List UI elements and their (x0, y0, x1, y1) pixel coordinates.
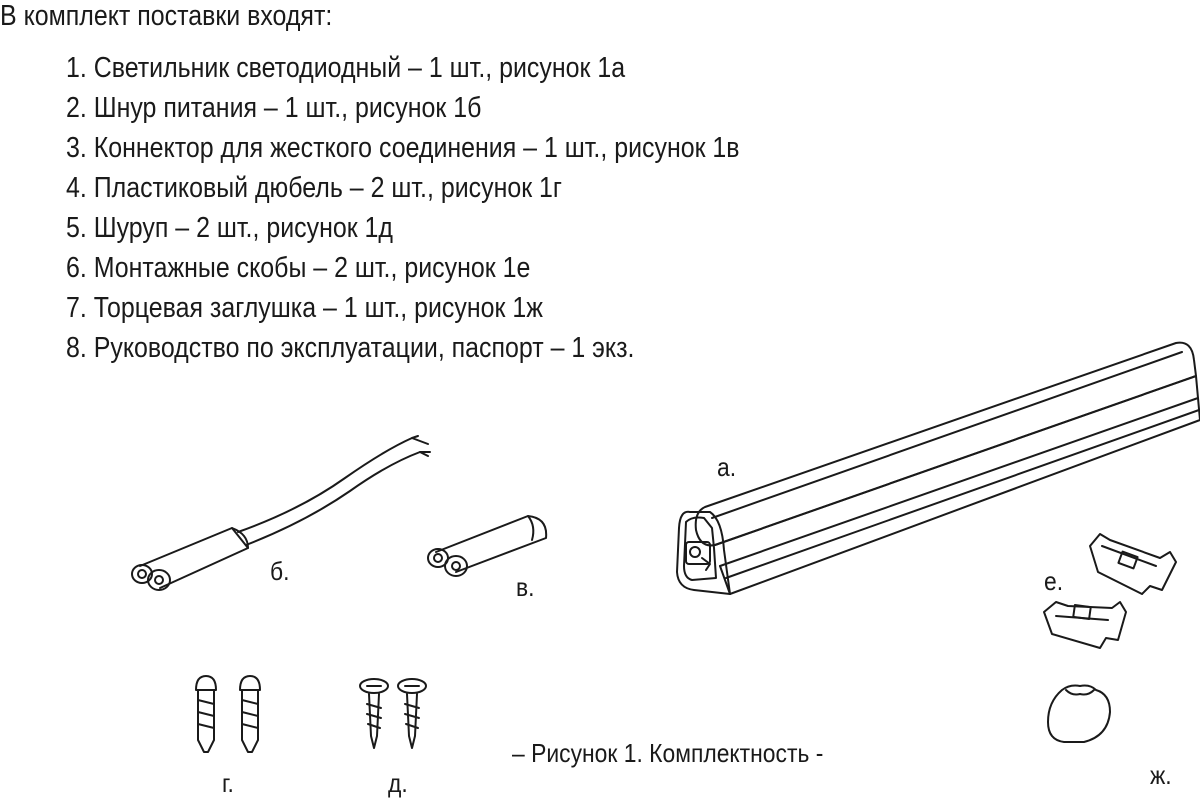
list-item-manual: 8. Руководство по эксплуатации, паспорт … (66, 332, 635, 364)
list-item-luminaire: 1. Светильник светодиодный – 1 шт., рису… (66, 52, 626, 84)
led-luminaire-drawing (676, 341, 1200, 595)
list-item-end-cap: 7. Торцевая заглушка – 1 шт., рисунок 1ж (66, 292, 543, 324)
label-b: б. (270, 556, 290, 586)
plastic-dowels-drawing (195, 675, 261, 753)
end-cap-drawing (1047, 684, 1111, 743)
list-item-mounting-brackets: 6. Монтажные скобы – 2 шт., рисунок 1е (66, 252, 531, 284)
list-item-plastic-dowel: 4. Пластиковый дюбель – 2 шт., рисунок 1… (66, 172, 563, 204)
power-cord-drawing (131, 435, 431, 591)
list-item-power-cord: 2. Шнур питания – 1 шт., рисунок 1б (66, 92, 482, 124)
label-zh: ж. (1150, 760, 1172, 790)
label-e: е. (1044, 566, 1064, 596)
kit-heading: В комплект поставки входят: (0, 0, 333, 32)
list-item-rigid-connector: 3. Коннектор для жесткого соединения – 1… (66, 132, 740, 164)
mounting-brackets-drawing (1043, 533, 1177, 649)
figure-caption: – Рисунок 1. Комплектность - (512, 738, 824, 768)
screws-drawing (359, 678, 427, 749)
list-item-screw: 5. Шуруп – 2 шт., рисунок 1д (66, 212, 393, 244)
label-a: а. (717, 452, 737, 482)
label-d: д. (388, 768, 408, 798)
label-g: г. (222, 768, 234, 798)
label-v: в. (516, 572, 535, 602)
rigid-connector-drawing (427, 515, 548, 577)
kit-contents-list: 1. Светильник светодиодный – 1 шт., рису… (66, 48, 849, 368)
